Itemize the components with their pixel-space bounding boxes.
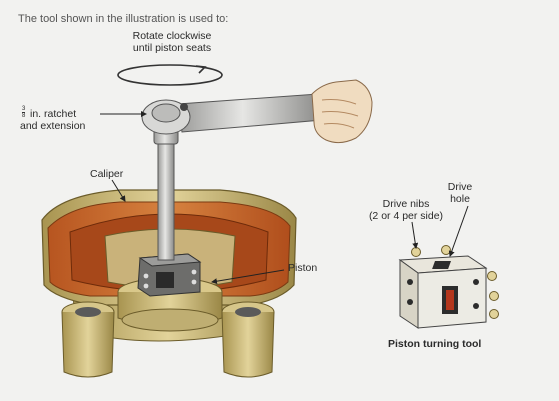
ratchet-label-line1: in. ratchet (30, 108, 77, 120)
drive-nibs-label-line1: Drive nibs (382, 198, 430, 210)
piston-label: Piston (288, 262, 318, 274)
drive-hole-leader (448, 205, 469, 257)
drive-nibs-label-line2: (2 or 4 per side) (368, 210, 444, 222)
ratchet-label-line2: and extension (20, 120, 86, 132)
drive-hole-label-line2: hole (450, 193, 470, 205)
drive-nibs-leader (411, 221, 419, 249)
drive-hole-label-line1: Drive (447, 181, 473, 193)
caliper-label: Caliper (90, 168, 124, 180)
question-text: The tool shown in the illustration is us… (18, 13, 229, 25)
caliper-leader (111, 179, 126, 202)
tool-caption: Piston turning tool (388, 338, 482, 350)
leader-lines (100, 111, 469, 285)
rotate-label-line1: Rotate clockwise (132, 30, 212, 42)
ratchet-fraction-den: 8 (22, 112, 26, 119)
ratchet-fraction: 3 8 (22, 106, 26, 119)
rotate-label-line2: until piston seats (132, 42, 212, 54)
piston-turning-tool-icon (398, 245, 499, 329)
ratchet-icon (141, 93, 323, 135)
hand-icon (311, 79, 373, 144)
ratchet-fraction-num: 3 (22, 106, 26, 112)
rotation-arrow-icon (117, 64, 223, 86)
piston-leader (211, 269, 285, 285)
extension-bar-icon (153, 127, 179, 261)
